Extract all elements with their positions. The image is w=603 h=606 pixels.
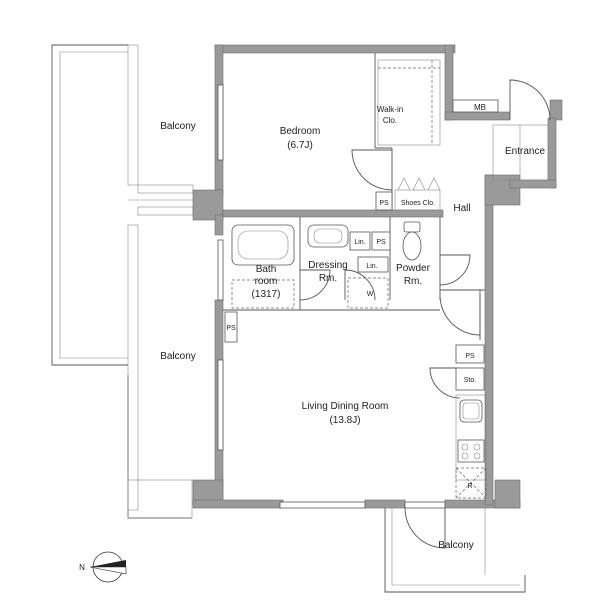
room-label-ps-2: PS	[376, 239, 386, 246]
room-size-living: (13.8J)	[329, 415, 360, 426]
room-label-dressing-line2: Rm.	[319, 273, 337, 284]
room-label-bedroom: Bedroom	[280, 126, 321, 137]
room-label-living: Living Dining Room	[302, 401, 389, 412]
room-label-walkin-line1: Walk-in	[377, 105, 403, 114]
compass-label: N	[79, 563, 85, 572]
room-label-dressing-line1: Dressing	[308, 260, 347, 271]
room-label-ps-4: PS	[465, 353, 475, 360]
room-label-lin-2: Lin.	[366, 263, 377, 270]
ps-boxes	[224, 191, 485, 391]
room-label-bath-line2: room	[255, 276, 278, 287]
bathroom-fixtures	[231, 224, 295, 309]
room-label-w: W	[367, 291, 374, 298]
room-label-ps-3: PS	[226, 325, 236, 332]
toilet-fixture	[402, 221, 422, 261]
room-label-hall: Hall	[453, 203, 470, 214]
room-label-mb: MB	[474, 103, 486, 112]
entrance-area	[492, 124, 549, 181]
room-size-bath: (1317)	[252, 289, 281, 300]
room-label-powder-line1: Powder	[396, 263, 431, 274]
mb-box	[452, 99, 499, 113]
room-label-bath-line1: Bath	[256, 264, 277, 275]
balcony-outline-left	[51, 44, 192, 519]
walkin-closet-shelving	[377, 59, 441, 146]
north-arrow-icon	[89, 551, 127, 583]
room-label-walkin-line2: Clo.	[383, 116, 397, 125]
kitchen-fixtures	[455, 394, 487, 499]
room-label-balcony-bottom: Balcony	[438, 540, 474, 551]
room-label-shoes-clo: Shoes Clo.	[401, 200, 435, 207]
room-label-balcony-top: Balcony	[160, 121, 196, 132]
room-label-entrance: Entrance	[505, 146, 545, 157]
doors	[299, 79, 551, 549]
shoes-closet	[394, 177, 441, 211]
room-label-r: R	[467, 483, 472, 490]
windows	[217, 84, 446, 509]
balcony-outline-bottom	[384, 508, 526, 593]
room-label-lin-1: Lin.	[354, 239, 365, 246]
room-label-balcony-mid: Balcony	[160, 351, 196, 362]
room-label-powder-line2: Rm.	[404, 276, 422, 287]
balcony-railings	[127, 44, 194, 519]
room-size-bedroom: (6.7J)	[287, 140, 313, 151]
exterior-walls	[192, 44, 563, 509]
dressing-fixtures	[307, 224, 389, 309]
room-label-sto: Sto.	[464, 377, 477, 384]
room-label-ps-1: PS	[379, 200, 389, 207]
